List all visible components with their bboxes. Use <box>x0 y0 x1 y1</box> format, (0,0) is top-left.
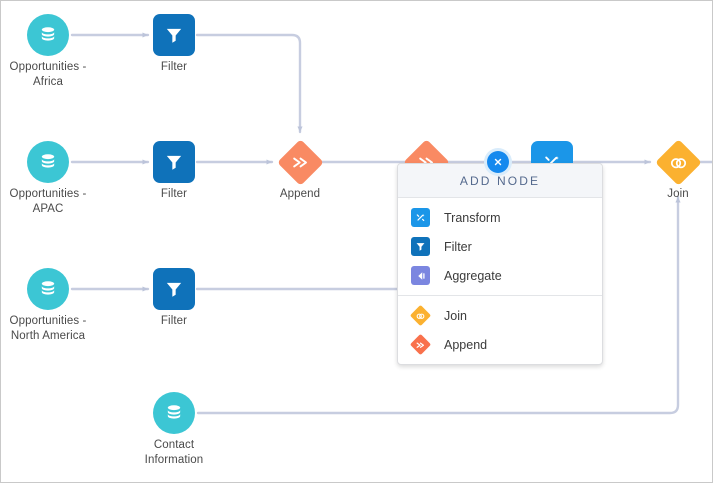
node-label: Opportunities - Africa <box>1 60 118 90</box>
add-node-menu[interactable]: ADD NODE Transform <box>397 163 603 365</box>
filter-icon <box>153 14 195 56</box>
menu-item-append[interactable]: Append <box>398 330 602 359</box>
join-icon <box>409 304 432 327</box>
menu-item-label: Append <box>444 337 488 352</box>
database-icon <box>153 392 195 434</box>
menu-item-join[interactable]: Join <box>398 301 602 330</box>
node-label-line1: Opportunities - <box>9 315 87 327</box>
menu-item-transform[interactable]: Transform <box>398 203 602 232</box>
node-label-line2: Information <box>144 454 204 466</box>
node-label: Filter <box>160 188 188 200</box>
node-label-line1: Contact <box>153 439 195 451</box>
append-icon <box>276 138 324 186</box>
filter-icon <box>153 141 195 183</box>
transform-icon <box>411 208 430 227</box>
database-icon <box>27 14 69 56</box>
close-button[interactable] <box>484 148 512 176</box>
add-node-menu-group-transforms: Transform Filter Aggregate <box>398 198 602 295</box>
close-icon <box>487 151 509 173</box>
menu-item-label: Join <box>444 308 467 323</box>
node-label-line2: APAC <box>32 203 64 215</box>
database-icon <box>27 141 69 183</box>
join-icon <box>654 138 702 186</box>
filter-icon <box>411 237 430 256</box>
menu-item-filter[interactable]: Filter <box>398 232 602 261</box>
node-label: Opportunities - APAC <box>1 187 118 217</box>
node-label: Join <box>667 188 689 200</box>
menu-item-label: Filter <box>444 239 472 254</box>
node-label: Filter <box>160 315 188 327</box>
node-label-line2: Africa <box>33 76 63 88</box>
filter-icon <box>153 268 195 310</box>
add-node-menu-group-combine: Join Append <box>398 295 602 364</box>
aggregate-icon <box>411 266 430 285</box>
node-label-line1: Opportunities - <box>9 188 87 200</box>
database-icon <box>27 268 69 310</box>
node-label: Opportunities - North America <box>1 314 118 344</box>
node-label: Contact Information <box>104 438 244 468</box>
node-label-line2: North America <box>10 330 86 342</box>
node-label: Append <box>279 188 321 200</box>
menu-item-aggregate[interactable]: Aggregate <box>398 261 602 290</box>
append-icon <box>409 333 432 356</box>
node-label-line1: Opportunities - <box>9 61 87 73</box>
menu-item-label: Transform <box>444 210 501 225</box>
menu-item-label: Aggregate <box>444 268 502 283</box>
node-label: Filter <box>160 61 188 73</box>
